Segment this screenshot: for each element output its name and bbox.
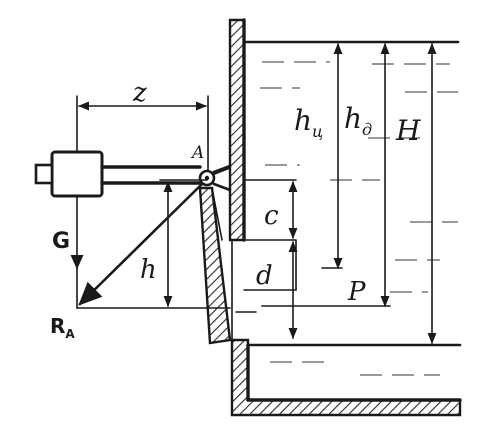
label-z: z: [132, 78, 147, 108]
label-d: d: [256, 261, 273, 291]
label-hinge-a: A: [190, 143, 204, 163]
resultant-ra-arrow: [78, 182, 204, 306]
label-h-d-sub: д: [362, 120, 372, 139]
counterweight: [34, 150, 104, 198]
dimension-h: [76, 179, 231, 309]
label-h-c-main: h: [294, 104, 312, 137]
label-h-c: hц: [294, 104, 323, 141]
hinge-a: [198, 164, 232, 192]
label-h: h: [140, 255, 157, 285]
gate-flap: [198, 186, 232, 345]
forces: [70, 182, 204, 309]
label-ra-main: R: [50, 314, 65, 338]
label-big-h: H: [395, 114, 421, 147]
label-h-d: hд: [344, 102, 372, 139]
dimension-c-d: [235, 180, 298, 340]
label-h-c-sub: ц: [312, 122, 323, 141]
lever-arm: [100, 165, 231, 185]
label-ra-sub: A: [65, 327, 75, 341]
label-c: c: [264, 201, 279, 231]
label-g: G: [52, 229, 70, 254]
label-h-d-main: h: [344, 102, 362, 135]
dimension-depths: [261, 42, 437, 345]
label-p: P: [347, 277, 366, 307]
dimension-z: [76, 95, 209, 171]
label-ra: RA: [50, 314, 75, 341]
